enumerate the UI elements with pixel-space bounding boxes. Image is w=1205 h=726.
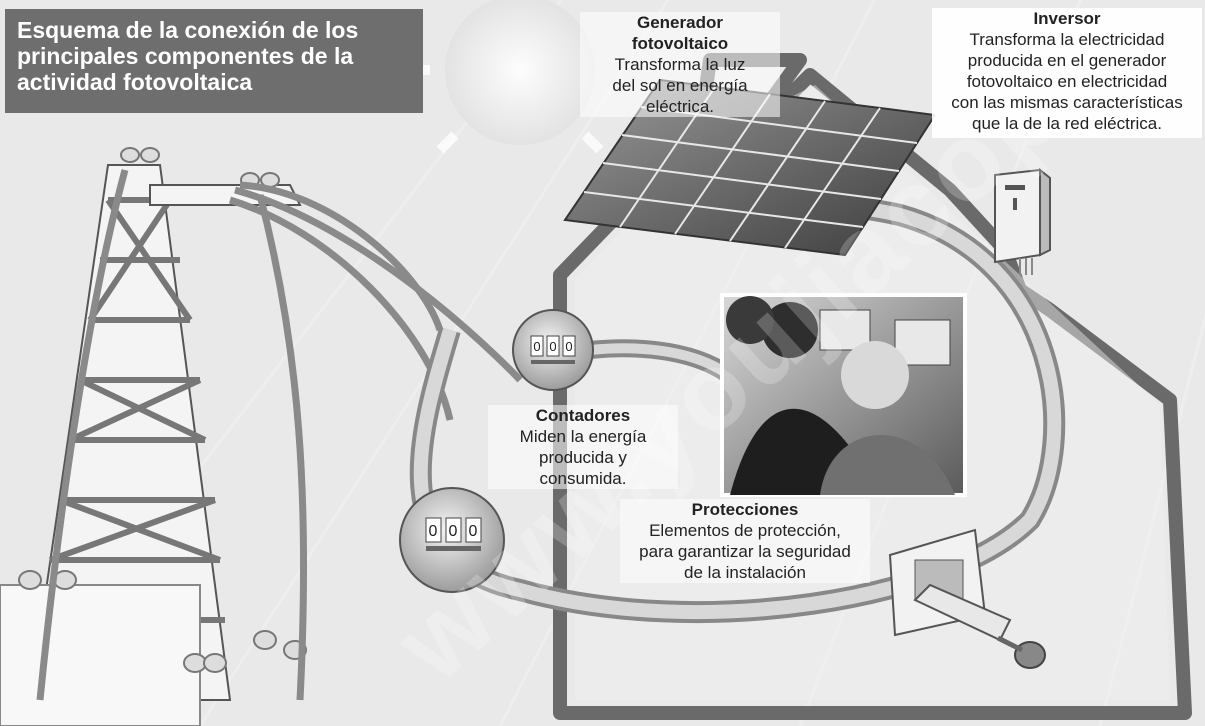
inverter-icon	[994, 167, 1051, 275]
label-protecciones-heading: Protecciones	[691, 500, 799, 519]
meter-icon-lower	[399, 487, 505, 593]
label-contadores-text: Miden la energía producida y consumida.	[519, 427, 647, 488]
diagram-title: Esquema de la conexión de los principale…	[5, 9, 423, 113]
meter-icon-upper	[512, 309, 594, 391]
household-photo	[720, 293, 967, 497]
label-protecciones: Protecciones Elementos de protección, pa…	[620, 499, 870, 583]
label-inversor: Inversor Transforma la electricidad prod…	[932, 8, 1202, 138]
meter-upper-digit-3: 0	[565, 339, 572, 354]
sun-icon	[410, 0, 604, 154]
transmission-tower	[0, 147, 307, 726]
label-inversor-text: Transforma la electricidad producida en …	[951, 30, 1183, 133]
label-inversor-heading: Inversor	[1033, 9, 1101, 28]
switch-icon	[888, 528, 1046, 669]
label-contadores: Contadores Miden la energía producida y …	[488, 405, 678, 489]
label-generador-text: Transforma la luz del sol en energía elé…	[612, 55, 748, 116]
meter-lower-digit-2: 0	[449, 523, 458, 540]
label-protecciones-text: Elementos de protección, para garantizar…	[639, 521, 851, 582]
meter-upper-digit-2: 0	[549, 339, 556, 354]
meter-lower-digit-1: 0	[429, 523, 438, 540]
meter-upper-digit-1: 0	[533, 339, 540, 354]
label-generador-heading: Generador fotovoltaico	[631, 13, 729, 53]
meter-lower-digit-3: 0	[469, 523, 478, 540]
label-generador: Generador fotovoltaico Transforma la luz…	[580, 12, 780, 117]
solar-panel-icon	[563, 78, 937, 257]
label-contadores-heading: Contadores	[535, 406, 631, 425]
